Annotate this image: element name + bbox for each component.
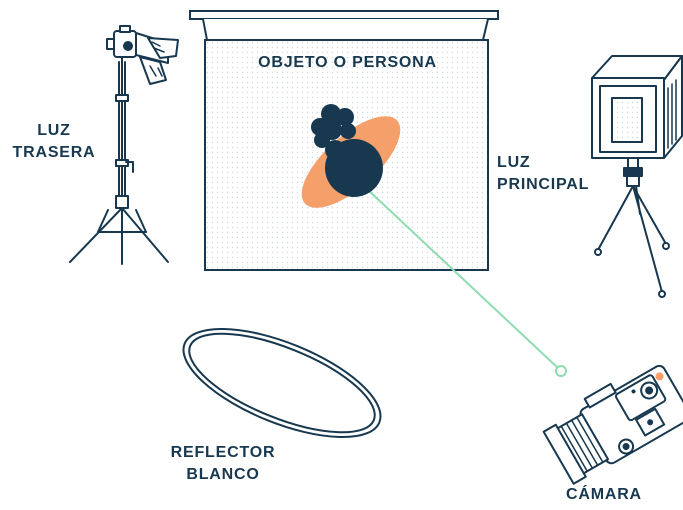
camera-label: CÁMARA [566, 486, 642, 503]
reflector-icon [182, 327, 382, 439]
subject-label: OBJETO O PERSONA [258, 54, 437, 71]
sight-line [367, 189, 567, 377]
key-light-label-line2: PRINCIPAL [497, 176, 590, 193]
key-light-icon [591, 55, 683, 298]
back-light-label: LUZ TRASERA [4, 120, 104, 164]
reflector-label-line1: REFLECTOR [170, 444, 276, 461]
key-light-label: LUZ PRINCIPAL [497, 152, 589, 196]
back-light-label-line2: TRASERA [12, 144, 96, 161]
back-light-label-line1: LUZ [37, 122, 71, 139]
reflector-label: REFLECTOR BLANCO [148, 442, 298, 486]
back-light-icon [69, 25, 179, 265]
key-light-label-line1: LUZ [497, 154, 531, 171]
reflector-label-line2: BLANCO [186, 466, 260, 483]
subject-icon [301, 104, 401, 208]
camera-icon [542, 364, 683, 485]
